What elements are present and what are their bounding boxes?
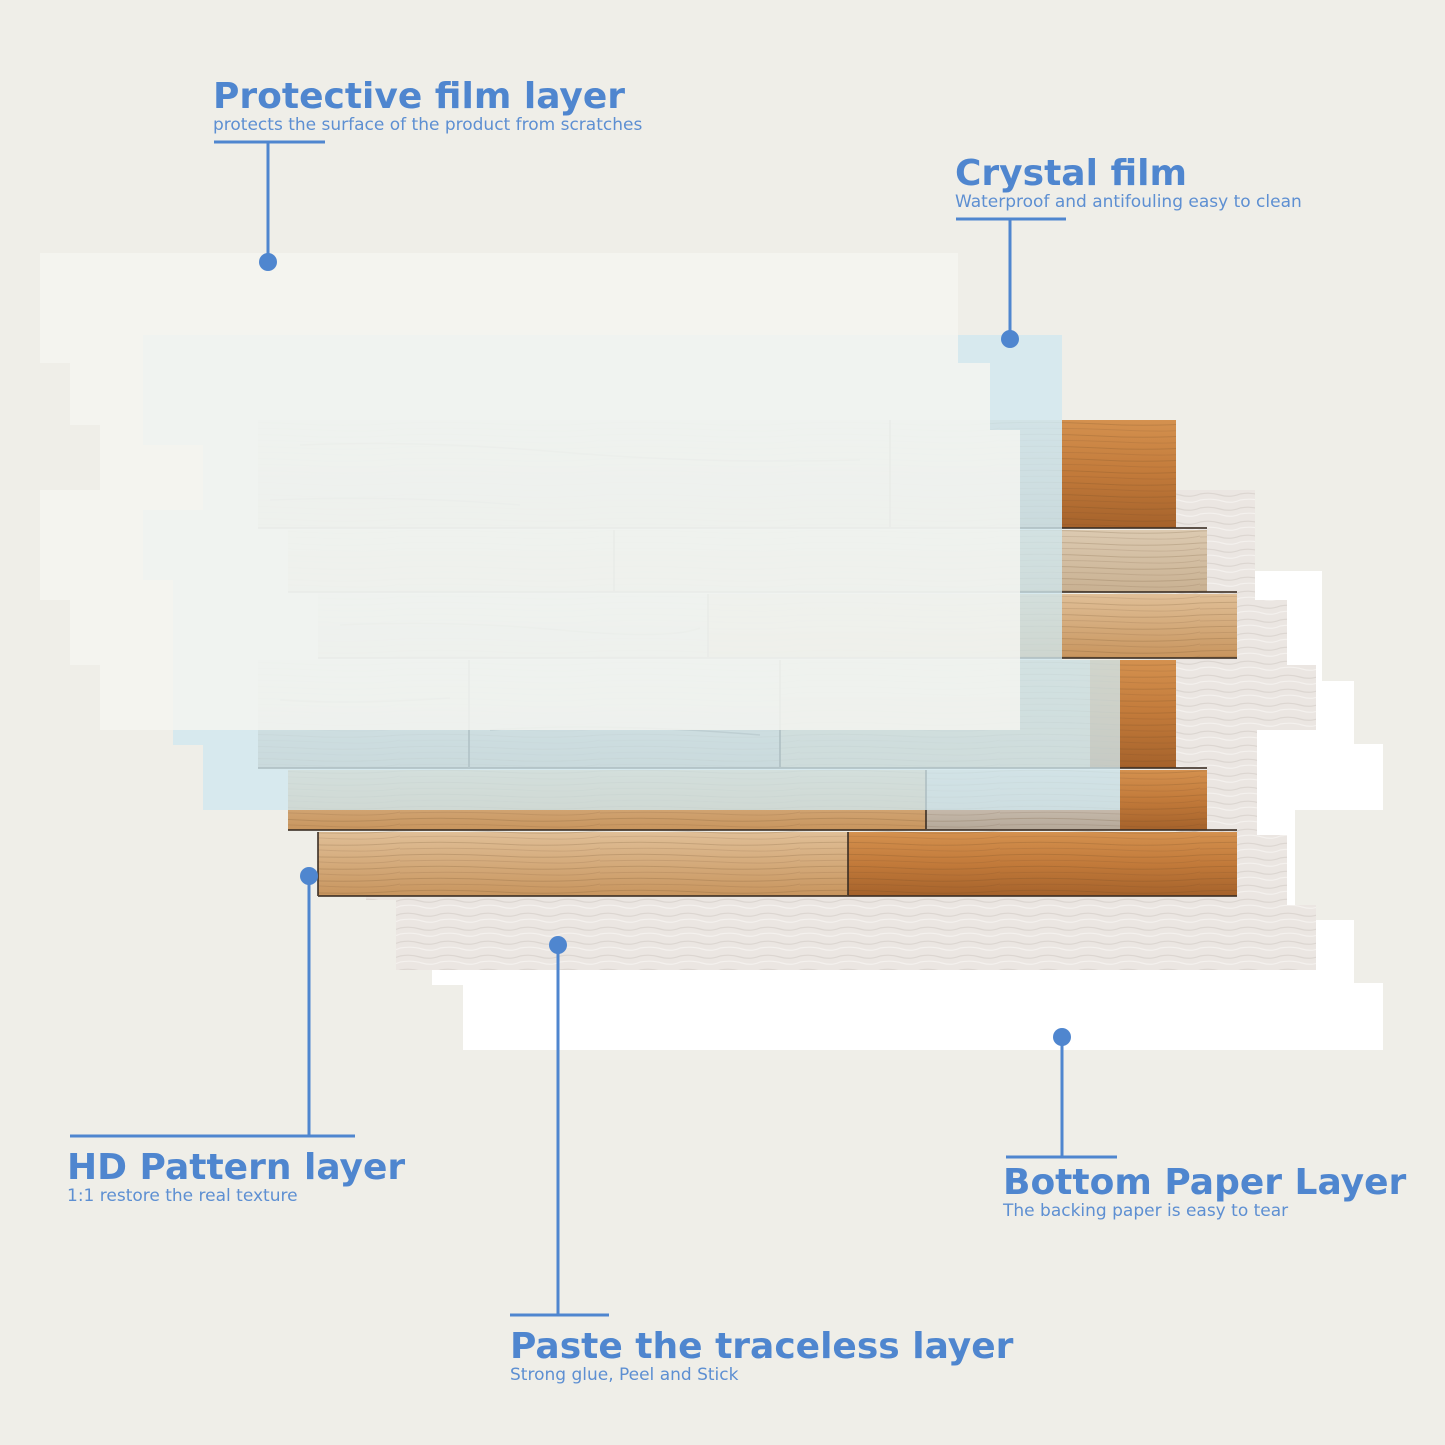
adhesive-description: Strong glue, Peel and Stick	[510, 1365, 739, 1385]
protective-film-title: Protective film layer	[213, 76, 626, 117]
adhesive-sheet	[366, 490, 1316, 970]
protective-film-sheet	[40, 253, 1020, 730]
adhesive-title: Paste the traceless layer	[510, 1326, 1014, 1367]
crystal-film-title: Crystal film	[955, 153, 1187, 194]
bottom-paper-title: Bottom Paper Layer	[1003, 1162, 1407, 1203]
hd-pattern-description: 1:1 restore the real texture	[67, 1186, 298, 1206]
adhesive-marker	[549, 936, 567, 954]
protective-film-description: protects the surface of the product from…	[213, 115, 643, 135]
bottom-marker	[1053, 1028, 1071, 1046]
callout-leaders	[70, 140, 1117, 1317]
protective-marker	[259, 253, 277, 271]
pattern-marker	[300, 867, 318, 885]
crystal-marker	[1001, 330, 1019, 348]
hd-pattern-title: HD Pattern layer	[67, 1147, 406, 1188]
callout-markers	[259, 253, 1071, 1046]
crystal-film-description: Waterproof and antifouling easy to clean	[955, 192, 1302, 212]
bottom-paper-description: The backing paper is easy to tear	[1003, 1201, 1289, 1221]
bottom-paper-sheet	[432, 571, 1383, 1050]
